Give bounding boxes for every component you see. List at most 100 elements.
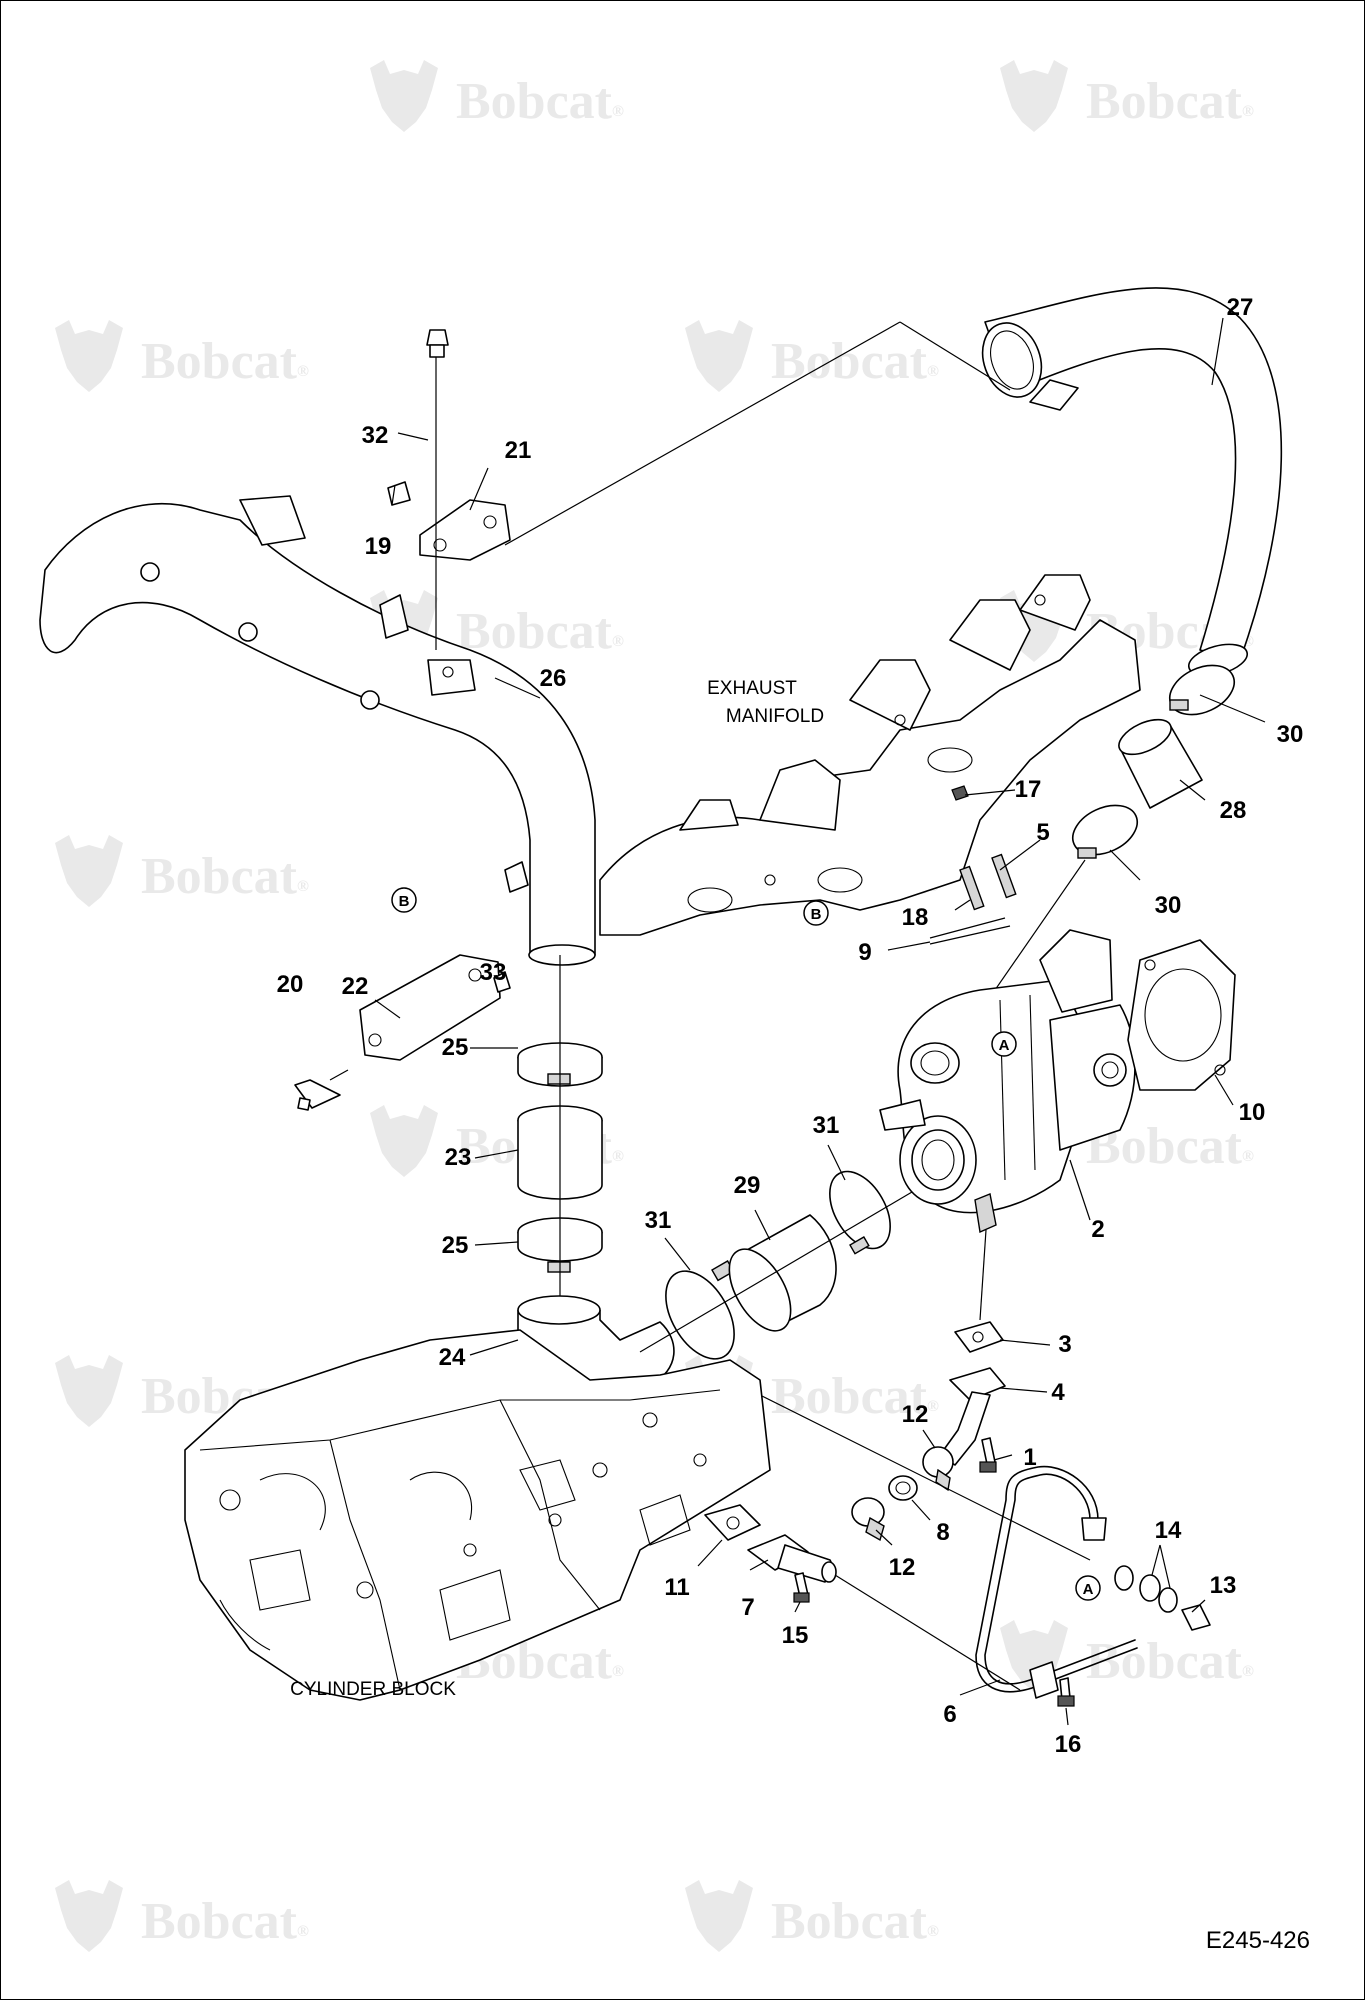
watermark-text: Bobcat®	[456, 603, 624, 660]
callout-6: 6	[943, 1701, 956, 1728]
callouts: 32 21 19 26 27 30 28 30 17 5 18 9 10 2 2…	[277, 294, 1304, 1758]
bobcat-head-icon	[685, 1880, 753, 1952]
clamp-31-right	[829, 1170, 891, 1255]
bobcat-head-icon	[370, 60, 438, 132]
ref-marker-b-manifold: B	[803, 900, 829, 926]
callout-30-upper: 30	[1277, 721, 1304, 748]
callout-13: 13	[1210, 1572, 1237, 1599]
callout-18: 18	[902, 904, 929, 931]
callout-25-upper: 25	[442, 1034, 469, 1061]
ref-marker-a-turbo: A	[991, 1031, 1017, 1057]
watermark-logo: Bobcat®	[685, 320, 939, 392]
callout-15: 15	[782, 1622, 809, 1649]
callout-31-right: 31	[813, 1112, 840, 1139]
watermark-text: Bobcat®	[771, 1368, 939, 1425]
callout-3: 3	[1058, 1331, 1071, 1358]
callout-11: 11	[664, 1574, 689, 1601]
callout-5: 5	[1036, 819, 1049, 846]
figure-id: E245-426	[1206, 1927, 1310, 1954]
callout-19: 19	[365, 533, 392, 560]
turbocharger-2	[879, 929, 1136, 1234]
svg-text:B: B	[811, 906, 822, 923]
bracket-21	[387, 329, 511, 650]
callout-32: 32	[362, 422, 389, 449]
hose-28	[1118, 718, 1203, 809]
studs-18-5	[959, 853, 1017, 911]
bolt-13	[1181, 1604, 1211, 1631]
hose-12-lower	[851, 1497, 885, 1542]
watermark-text: Bobcat®	[771, 1893, 939, 1950]
callout-20: 20	[277, 971, 304, 998]
label-manifold: MANIFOLD	[726, 706, 824, 727]
callout-25-lower: 25	[442, 1232, 469, 1259]
bobcat-head-icon	[370, 1105, 438, 1177]
bobcat-head-icon	[55, 1355, 123, 1427]
callout-12-upper: 12	[902, 1401, 929, 1428]
drain-flange-4	[939, 1367, 1006, 1466]
washers-14	[1114, 1565, 1178, 1613]
watermark-logo: Bobcat®	[55, 320, 309, 392]
watermark-logo: Bobcat®	[55, 835, 309, 907]
bobcat-head-icon	[55, 1880, 123, 1952]
svg-text:B: B	[399, 893, 410, 910]
callout-27: 27	[1227, 294, 1254, 321]
callout-21: 21	[505, 437, 532, 464]
gasket-3	[954, 1321, 1004, 1353]
watermark-logo: Bobcat®	[370, 60, 624, 132]
callout-10: 10	[1239, 1099, 1266, 1126]
callout-9: 9	[858, 939, 871, 966]
callout-24: 24	[439, 1344, 466, 1371]
watermark-text: Bobcat®	[1086, 1633, 1254, 1690]
watermark-text: Bobcat®	[1086, 73, 1254, 130]
pipe-26	[39, 495, 596, 966]
bolt-16	[1057, 1677, 1075, 1707]
cylinder-block	[184, 1329, 771, 1701]
clamp-31-left	[665, 1260, 735, 1360]
adapter-7	[747, 1534, 837, 1583]
callout-7: 7	[741, 1594, 754, 1621]
exhaust-manifold	[599, 574, 1141, 936]
watermark-text: Bobcat®	[141, 333, 309, 390]
watermark-text: Bobcat®	[771, 333, 939, 390]
callout-14: 14	[1155, 1517, 1182, 1544]
watermark-text: Bobcat®	[141, 848, 309, 905]
callout-17: 17	[1015, 776, 1042, 803]
watermark-logo: Bobcat®	[685, 1880, 939, 1952]
callout-2: 2	[1091, 1216, 1104, 1243]
watermark-logo: Bobcat®	[55, 1880, 309, 1952]
bobcat-head-icon	[1000, 60, 1068, 132]
callout-28: 28	[1220, 797, 1247, 824]
o-ring-8	[888, 1475, 918, 1501]
bolt-15	[793, 1572, 810, 1603]
bobcat-head-icon	[685, 320, 753, 392]
ref-marker-a-line: A	[1075, 1575, 1101, 1601]
hose-29	[728, 1214, 837, 1332]
label-exhaust: EXHAUST	[707, 678, 797, 699]
callout-23: 23	[445, 1144, 472, 1171]
callout-30-lower: 30	[1155, 892, 1182, 919]
ref-marker-b-bracket: B	[391, 887, 417, 913]
oil-tube-6	[975, 1465, 1138, 1699]
callout-1: 1	[1023, 1444, 1036, 1471]
callout-16: 16	[1055, 1731, 1082, 1758]
hose-12-upper	[922, 1446, 954, 1492]
gasket-11	[704, 1504, 761, 1541]
callout-4: 4	[1051, 1379, 1065, 1406]
bracket-22	[294, 954, 511, 1111]
callout-12-lower: 12	[889, 1554, 916, 1581]
pipe-27	[981, 287, 1283, 677]
leader-lines	[329, 317, 1266, 1726]
callout-29: 29	[734, 1172, 761, 1199]
watermark-text: Bobcat®	[141, 1893, 309, 1950]
svg-text:A: A	[999, 1037, 1010, 1054]
bolt-1	[979, 1437, 997, 1473]
callout-33: 33	[480, 959, 507, 986]
watermark-logo: Bobcat®	[1000, 1620, 1254, 1692]
watermark-logo: Bobcat®	[1000, 60, 1254, 132]
watermark-text: Bobcat®	[456, 73, 624, 130]
svg-text:A: A	[1083, 1581, 1094, 1598]
callout-22: 22	[342, 973, 369, 1000]
clamp-30-lower	[1072, 804, 1138, 859]
callout-8: 8	[936, 1519, 949, 1546]
